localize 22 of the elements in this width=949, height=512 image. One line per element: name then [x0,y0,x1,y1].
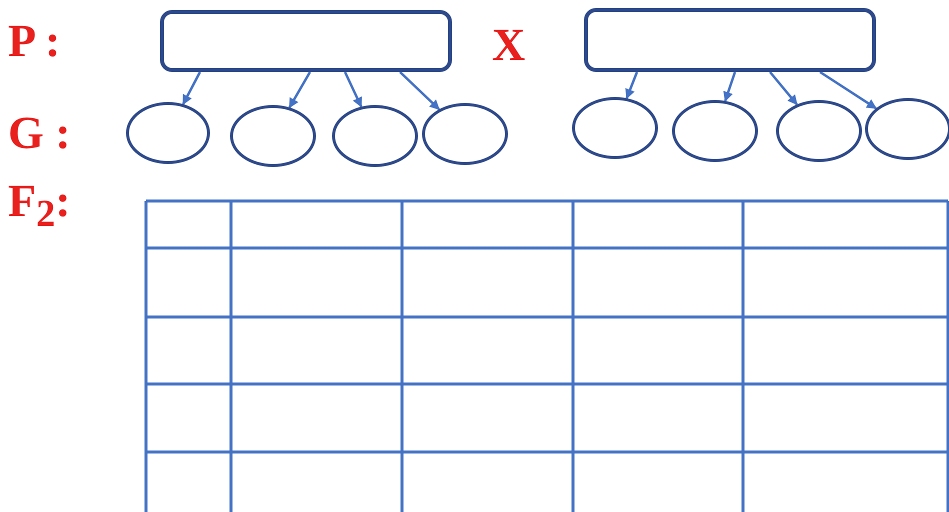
arrow [723,72,736,102]
circle [572,97,658,159]
rounded-box [160,10,452,72]
arrow [182,71,202,105]
cross-sign: X [492,22,526,68]
generation-label: G : [8,110,71,156]
arrow [769,71,798,106]
circle [776,100,862,162]
arrow [625,72,638,100]
arrow [399,71,440,110]
circle [672,100,758,162]
circle [230,105,316,167]
generation-label: F$_{2}$: [8,178,71,234]
arrow [344,71,362,108]
circle [422,103,508,165]
circle [865,98,949,160]
arrow [288,71,312,108]
circle [126,102,210,164]
arrow [819,70,877,110]
generation-label: P : [8,18,60,64]
rounded-box [584,8,876,72]
circle [332,105,418,167]
